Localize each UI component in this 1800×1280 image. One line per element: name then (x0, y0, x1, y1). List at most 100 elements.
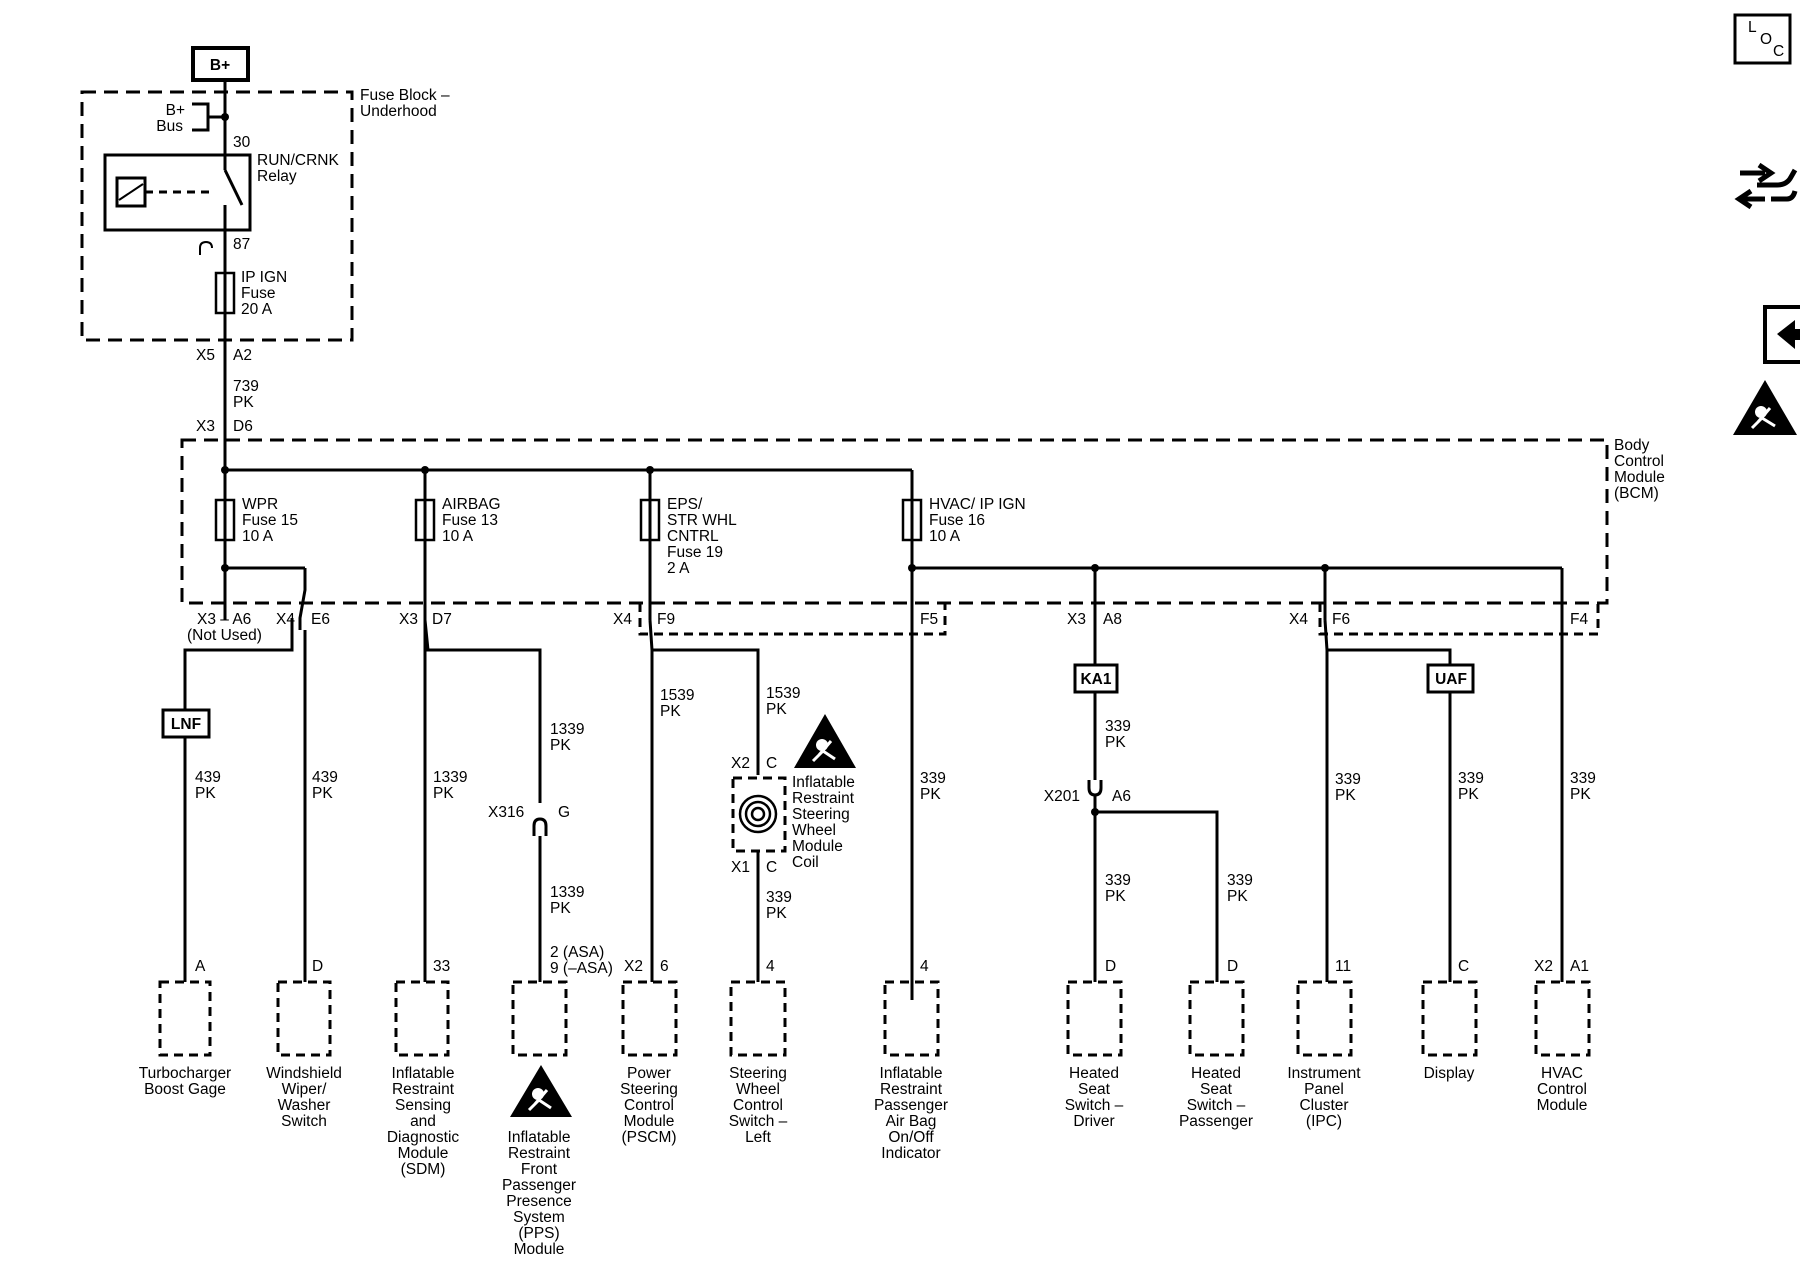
uaf-option-box (1426, 663, 1475, 694)
ipc-label-4: (IPC) (1306, 1113, 1342, 1130)
bus-label-1: B+ (166, 102, 185, 119)
lnf-option: LNF (171, 716, 201, 733)
x316-label: X316 (488, 804, 524, 821)
sdm-label-2: Restraint (392, 1081, 455, 1098)
seat-pass-label-1: Heated (1191, 1065, 1241, 1082)
hvac-fuse-label-3: 10 A (929, 528, 961, 545)
pin-seat-pass: D (1227, 958, 1238, 975)
coil-label-1: Inflatable (792, 774, 855, 791)
sdm-label-6: Module (398, 1145, 449, 1162)
pps-label-1: Inflatable (508, 1129, 571, 1146)
connector-icon[interactable] (1734, 162, 1798, 210)
w339-disp-1: 339 (1458, 770, 1484, 787)
hvac-label-1: HVAC (1541, 1065, 1583, 1082)
eps-fuse-label-5: 2 A (667, 560, 690, 577)
sdm-label-3: Sensing (395, 1097, 451, 1114)
bcm-label-3: Module (1614, 469, 1665, 486)
indicator-label-6: Indicator (881, 1145, 940, 1162)
w339-coil-1: 339 (766, 889, 792, 906)
pscm-label-4: Module (624, 1113, 675, 1130)
ip-ign-fuse-label-2: Fuse (241, 285, 275, 302)
x4-f-connector-outline (1318, 603, 1600, 636)
pin-seat-drv: D (1105, 958, 1116, 975)
bcm-label-4: (BCM) (1614, 485, 1659, 502)
w339-drv-2: PK (1105, 888, 1126, 905)
pps-label-2: Restraint (508, 1145, 571, 1162)
loc-letter-c: C (1773, 43, 1784, 60)
w339-coil-2: PK (766, 905, 787, 922)
fuse-block-label-2: Underhood (360, 103, 437, 120)
w1339b-2: PK (550, 737, 571, 754)
seat-pass-label-3: Switch – (1187, 1097, 1246, 1114)
ipc-label-3: Cluster (1299, 1097, 1348, 1114)
seat-pass-label-2: Seat (1200, 1081, 1233, 1098)
feed-conn-x3: X3 (196, 418, 215, 435)
pin-pps-1: 2 (ASA) (550, 944, 604, 961)
sidebar-airbag-warning-icon[interactable] (1733, 380, 1797, 435)
swc-label-5: Left (745, 1129, 772, 1146)
run-crank-relay (103, 153, 252, 232)
pin-pscm: 6 (660, 958, 669, 975)
w339-hvac-1: 339 (1570, 770, 1596, 787)
conn-x3-d7-pin: D7 (432, 611, 452, 628)
wpr-fuse-label-3: 10 A (242, 528, 274, 545)
w439b-1: 439 (312, 769, 338, 786)
airbag-fuse-label-1: AIRBAG (442, 496, 501, 513)
pin-hvac: A1 (1570, 958, 1589, 975)
airbag-fuse-label-2: Fuse 13 (442, 512, 498, 529)
pps-airbag-warning-icon (510, 1065, 572, 1117)
pin-wiper: D (312, 958, 323, 975)
sdm-label-4: and (410, 1113, 436, 1130)
pps-label-4: Passenger (502, 1177, 576, 1194)
pps-label-3: Front (521, 1161, 558, 1178)
seat-pass-label-4: Passenger (1179, 1113, 1253, 1130)
conn-x3-a8-x3: X3 (1067, 611, 1086, 628)
x316-pin: G (558, 804, 570, 821)
wpr-fuse-label-2: Fuse 15 (242, 512, 298, 529)
bus-label-2: Bus (156, 118, 183, 135)
pin-swc: 4 (766, 958, 775, 975)
pin-display: C (1458, 958, 1469, 975)
pps-label-8: Module (514, 1241, 565, 1258)
x4-connector-outline (638, 603, 947, 636)
eps-fuse-label-1: EPS/ (667, 496, 703, 513)
terminal-30: 30 (233, 134, 251, 151)
w339-ind-1: 339 (920, 770, 946, 787)
relay-label-2: Relay (257, 168, 297, 185)
pin-airbag-ind: 4 (920, 958, 929, 975)
conn-x4-f9-pin: F9 (657, 611, 675, 628)
hvac-label-3: Module (1537, 1097, 1588, 1114)
back-arrow-icon[interactable] (1763, 305, 1800, 364)
wiper-label-1: Windshield (266, 1065, 342, 1082)
feed-conn-x5: X5 (196, 347, 215, 364)
hvac-label-2: Control (1537, 1081, 1587, 1098)
fuse-block-label-1: Fuse Block – (360, 87, 450, 104)
w339-hvac-2: PK (1570, 786, 1591, 803)
coil-top-pin: C (766, 755, 777, 772)
eps-fuse-label-2: STR WHL (667, 512, 737, 529)
w339-disp-2: PK (1458, 786, 1479, 803)
ipc-label-2: Panel (1304, 1081, 1344, 1098)
coil-label-3: Steering (792, 806, 850, 823)
coil-bottom-conn: X1 (731, 859, 750, 876)
x201-inline-connector (1087, 780, 1103, 797)
w439b-2: PK (312, 785, 333, 802)
x201-pin: A6 (1112, 788, 1131, 805)
w1339b-1: 1339 (550, 721, 584, 738)
w339-pass-1: 339 (1227, 872, 1253, 889)
w1339c-1: 1339 (550, 884, 584, 901)
bcm-label-1: Body (1614, 437, 1650, 454)
w1539b-2: PK (766, 701, 787, 718)
display-label-1: Display (1424, 1065, 1475, 1082)
clockspring-coil-icon (738, 794, 778, 834)
swc-label-3: Control (733, 1097, 783, 1114)
wiper-label-3: Washer (278, 1097, 331, 1114)
terminal-87: 87 (233, 236, 250, 253)
pin-turbo: A (195, 958, 206, 975)
wiper-label-4: Switch (281, 1113, 327, 1130)
loc-icon[interactable]: L O C (1733, 13, 1792, 65)
seat-drv-label-2: Seat (1078, 1081, 1111, 1098)
pscm-label-3: Control (624, 1097, 674, 1114)
x316-inline-connector (532, 817, 548, 836)
